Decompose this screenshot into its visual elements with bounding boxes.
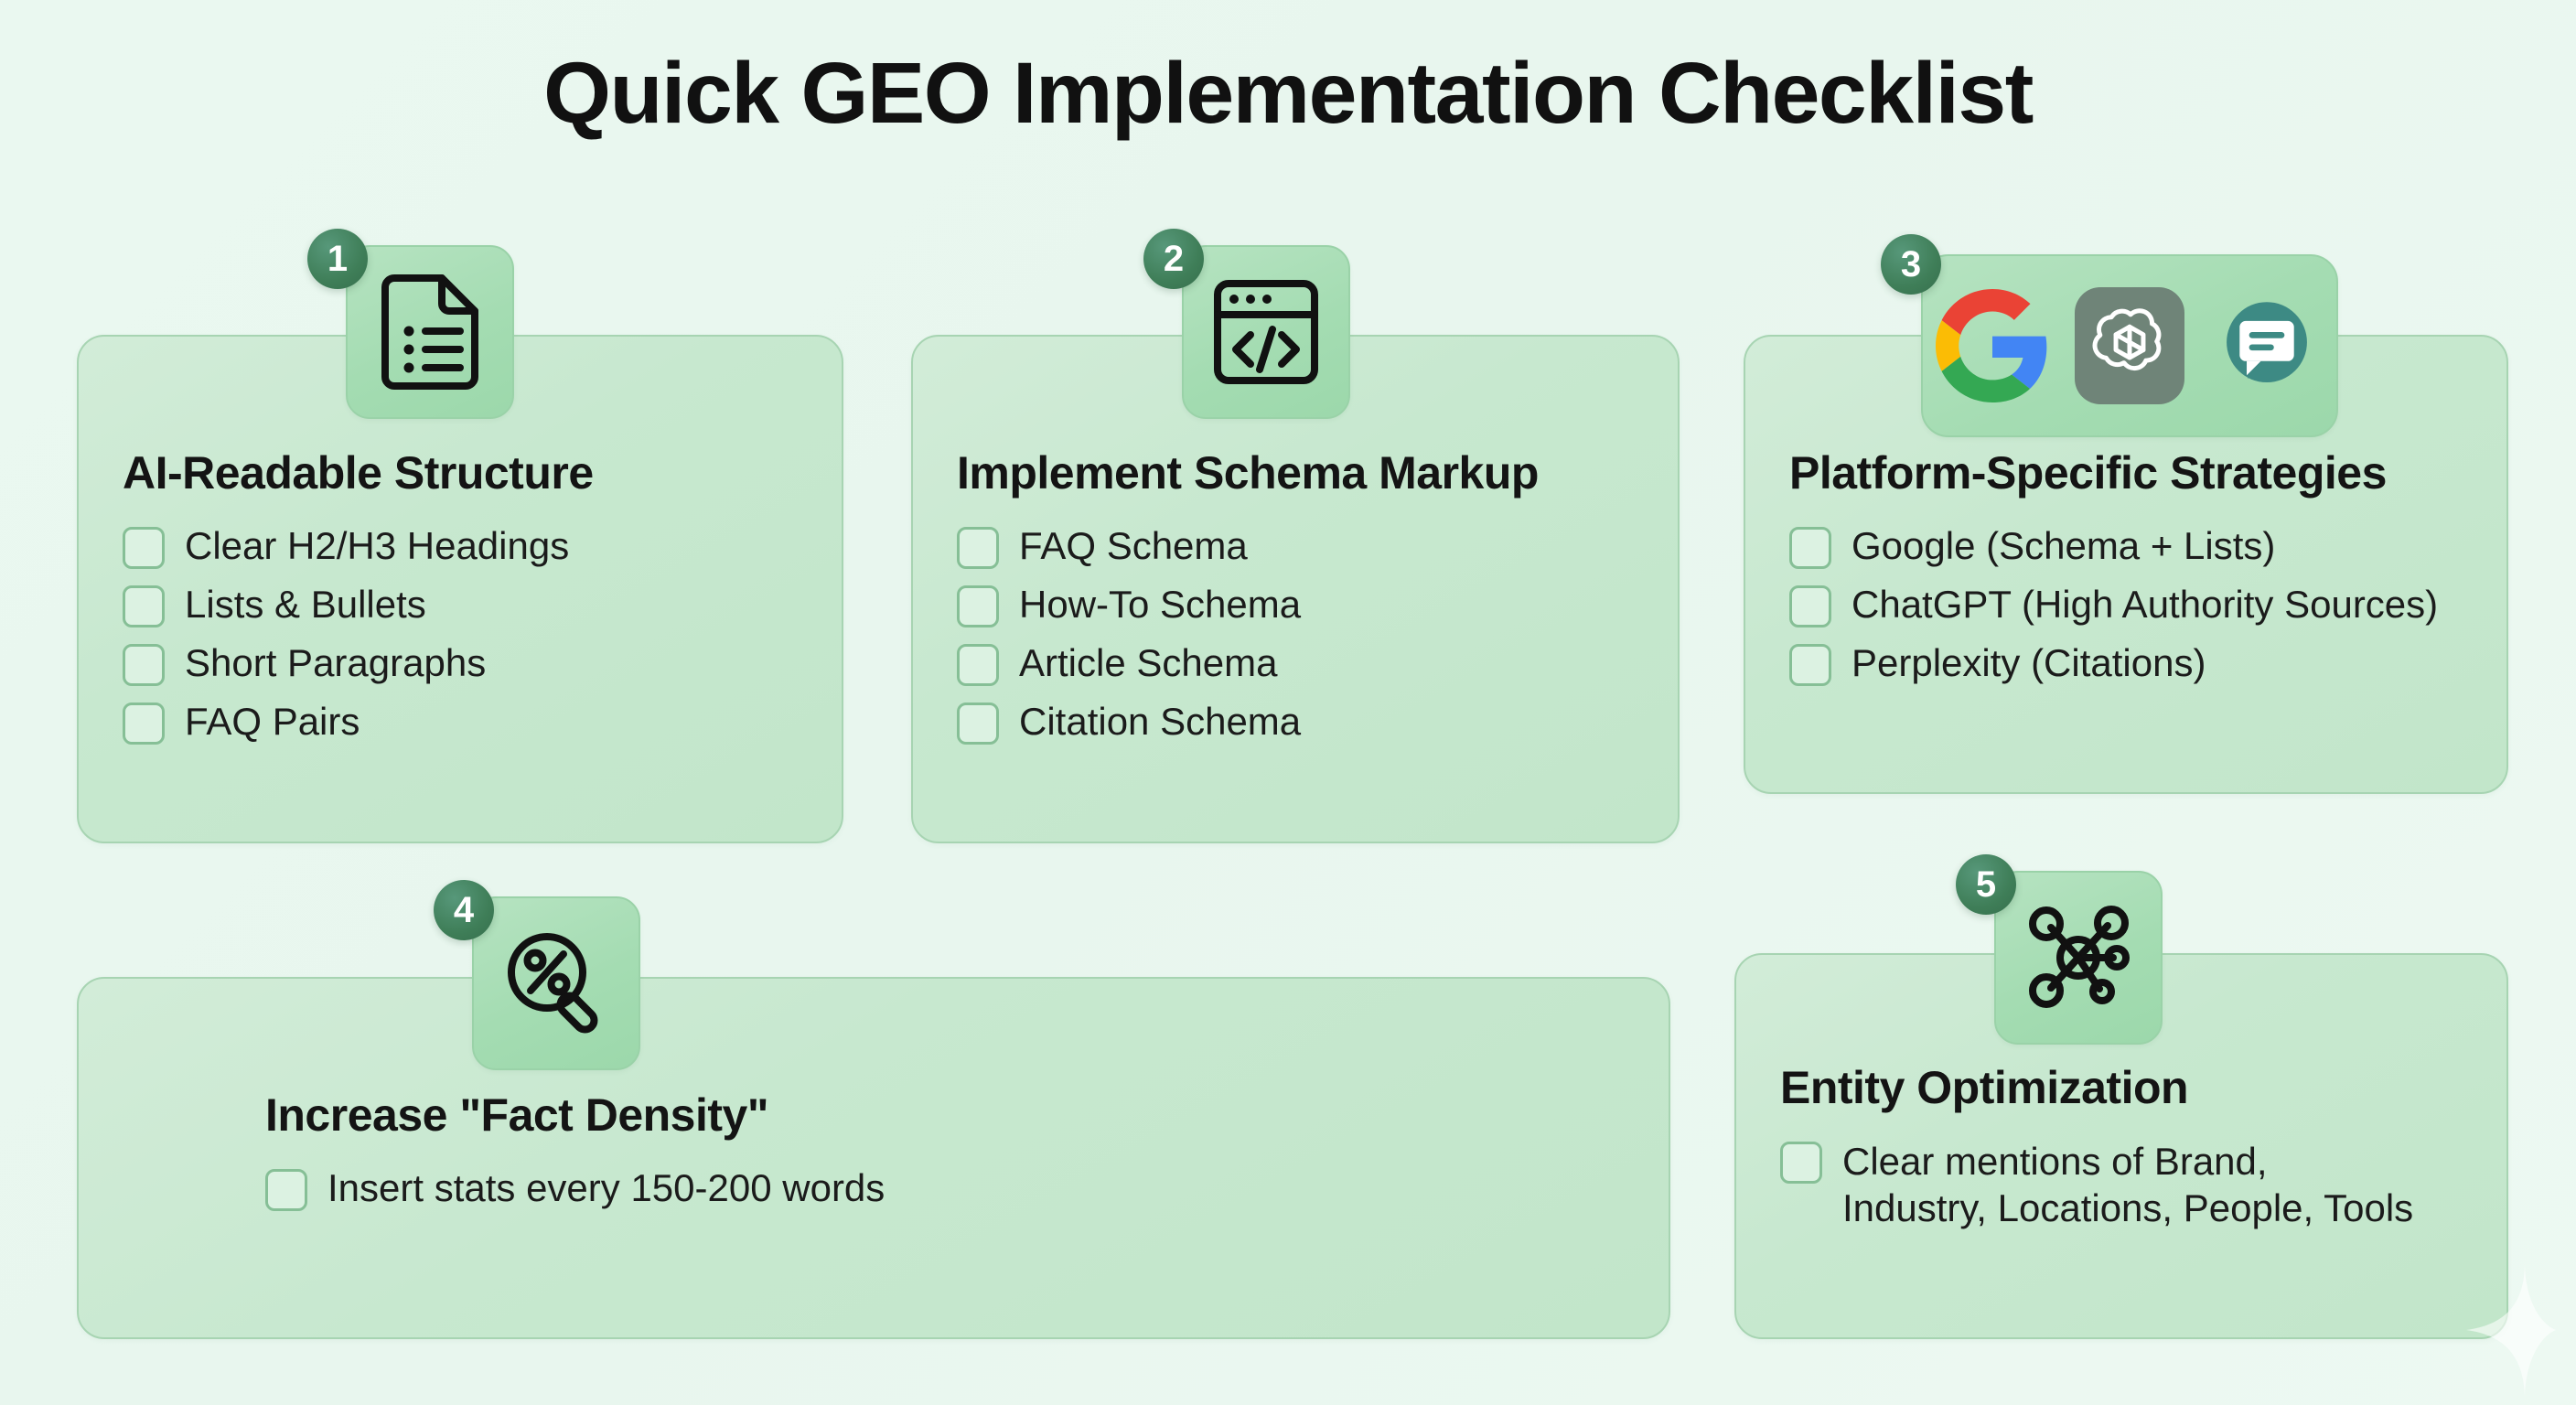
icon-tile-1 xyxy=(346,245,514,419)
checkbox[interactable] xyxy=(1789,585,1831,627)
list-item-label: How-To Schema xyxy=(1019,583,1302,626)
list-item[interactable]: Article Schema xyxy=(957,640,1661,686)
list-item[interactable]: Clear mentions of Brand, Industry, Locat… xyxy=(1780,1138,2503,1231)
browser-code-icon xyxy=(1210,276,1322,388)
card-2-checklist: FAQ Schema How-To Schema Article Schema … xyxy=(957,523,1661,745)
card-2-heading: Implement Schema Markup xyxy=(957,447,1539,499)
card-1-checklist: Clear H2/H3 Headings Lists & Bullets Sho… xyxy=(123,523,818,745)
card-4-content: Increase "Fact Density" Insert stats eve… xyxy=(265,1089,1363,1211)
card-5-heading: Entity Optimization xyxy=(1780,1062,2189,1113)
step-badge-1: 1 xyxy=(307,229,368,289)
page-title: Quick GEO Implementation Checklist xyxy=(543,45,2034,142)
list-item-label: Perplexity (Citations) xyxy=(1852,641,2206,684)
card-5-content: Entity Optimization Clear mentions of Br… xyxy=(1780,1061,2503,1231)
list-item-line: Clear mentions of Brand, xyxy=(1842,1140,2268,1183)
icon-tile-5 xyxy=(1994,871,2163,1045)
list-item[interactable]: Google (Schema + Lists) xyxy=(1789,523,2512,569)
list-item[interactable]: Short Paragraphs xyxy=(123,640,818,686)
list-item[interactable]: How-To Schema xyxy=(957,582,1661,627)
list-item[interactable]: ChatGPT (High Authority Sources) xyxy=(1789,582,2512,627)
checkbox[interactable] xyxy=(265,1169,307,1211)
card-4-heading: Increase "Fact Density" xyxy=(265,1089,769,1141)
list-item[interactable]: Clear H2/H3 Headings xyxy=(123,523,818,569)
checkbox[interactable] xyxy=(123,644,165,686)
list-item-label: Lists & Bullets xyxy=(185,583,426,626)
list-item[interactable]: Insert stats every 150-200 words xyxy=(265,1165,1363,1211)
step-badge-5: 5 xyxy=(1956,854,2016,915)
card-2-content: Implement Schema Markup FAQ Schema How-T… xyxy=(957,446,1661,745)
list-item-label: Clear H2/H3 Headings xyxy=(185,524,570,567)
list-item-label: FAQ Pairs xyxy=(185,700,360,743)
card-3-checklist: Google (Schema + Lists) ChatGPT (High Au… xyxy=(1789,523,2512,686)
card-3-heading: Platform-Specific Strategies xyxy=(1789,447,2387,499)
checkbox[interactable] xyxy=(957,585,999,627)
icon-tile-4 xyxy=(472,896,640,1070)
checklist-card-2 xyxy=(911,335,1680,843)
icon-tile-3 xyxy=(1921,254,2338,437)
magnifier-percent-icon xyxy=(499,927,613,1040)
list-item[interactable]: FAQ Schema xyxy=(957,523,1661,569)
list-item-label: Citation Schema xyxy=(1019,700,1302,743)
perplexity-chat-logo-icon xyxy=(2210,289,2324,402)
list-item-label: Clear mentions of Brand, Industry, Locat… xyxy=(1842,1138,2413,1231)
icon-tile-2 xyxy=(1182,245,1350,419)
checkbox[interactable] xyxy=(1780,1142,1822,1184)
list-item-line: Industry, Locations, People, Tools xyxy=(1842,1186,2414,1230)
checklist-card-4 xyxy=(77,977,1670,1339)
list-item-label: FAQ Schema xyxy=(1019,524,1248,567)
list-item-label: Insert stats every 150-200 words xyxy=(327,1166,886,1209)
google-logo-icon xyxy=(1936,289,2049,402)
checkbox[interactable] xyxy=(957,527,999,569)
card-3-content: Platform-Specific Strategies Google (Sch… xyxy=(1789,446,2512,686)
network-nodes-icon xyxy=(2021,900,2136,1015)
step-badge-2: 2 xyxy=(1143,229,1204,289)
checkbox[interactable] xyxy=(123,527,165,569)
list-item-label: Short Paragraphs xyxy=(185,641,487,684)
card-1-heading: AI-Readable Structure xyxy=(123,447,594,499)
openai-logo-icon xyxy=(2075,287,2184,404)
card-1-content: AI-Readable Structure Clear H2/H3 Headin… xyxy=(123,446,818,745)
list-item[interactable]: Citation Schema xyxy=(957,699,1661,745)
checkbox[interactable] xyxy=(957,644,999,686)
list-item-label: Google (Schema + Lists) xyxy=(1852,524,2276,567)
checkbox[interactable] xyxy=(957,702,999,745)
list-item-label: Article Schema xyxy=(1019,641,1278,684)
checkbox[interactable] xyxy=(1789,644,1831,686)
checkbox[interactable] xyxy=(1789,527,1831,569)
card-4-checklist: Insert stats every 150-200 words xyxy=(265,1165,1363,1211)
list-item[interactable]: FAQ Pairs xyxy=(123,699,818,745)
document-list-icon xyxy=(376,274,484,390)
step-badge-4: 4 xyxy=(434,880,494,940)
list-item-label: ChatGPT (High Authority Sources) xyxy=(1852,583,2439,626)
list-item[interactable]: Perplexity (Citations) xyxy=(1789,640,2512,686)
checklist-card-1 xyxy=(77,335,843,843)
checkbox[interactable] xyxy=(123,585,165,627)
checkbox[interactable] xyxy=(123,702,165,745)
list-item[interactable]: Lists & Bullets xyxy=(123,582,818,627)
card-5-checklist: Clear mentions of Brand, Industry, Locat… xyxy=(1780,1138,2503,1231)
step-badge-3: 3 xyxy=(1881,234,1941,295)
